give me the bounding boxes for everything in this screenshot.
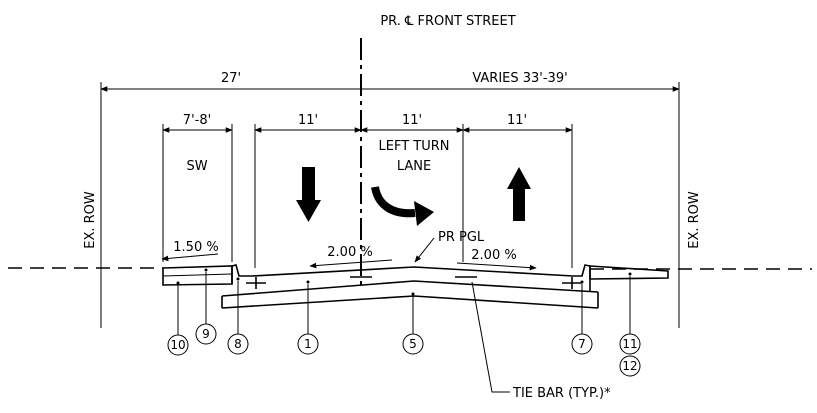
left-turn-label-line1: LEFT TURN [379,139,450,154]
left-turn-label-line2: LANE [397,159,431,174]
pgl-leader [414,237,435,263]
base-bottom [221,295,599,309]
svg-text:11: 11 [622,337,637,351]
svg-text:5: 5 [409,337,417,351]
right-slope-arrow [456,262,537,271]
callout-12: 12 [619,355,641,377]
tie-bar-label: TIE BAR (TYP.)* [512,386,611,401]
pgl-label: PR PGL [438,230,485,245]
callout-5: 5 [402,333,424,355]
callout-10: 10 [167,334,189,356]
right-slope-label: 2.00 % [471,248,516,263]
callout-1: 1 [297,333,319,355]
dim-lane-2: 11' [402,113,422,128]
tie-bar-leader [471,281,510,393]
callout-9: 9 [195,323,217,345]
tie-bars [246,276,582,289]
left-turn-arrow-icon [414,201,434,226]
southbound-arrow-icon [296,167,321,222]
ex-row-left-label: EX. ROW [83,191,98,249]
callout-7: 7 [571,333,593,355]
sidewalk-slope-label: 1.50 % [173,240,218,255]
sidewalk-label: SW [186,159,207,174]
svg-text:9: 9 [202,327,210,341]
left-curb [231,264,252,284]
right-taper-strip [589,265,669,280]
callout-leaders [176,268,632,335]
svg-text:10: 10 [170,338,185,352]
svg-text:12: 12 [622,359,637,373]
left-slope-label: 2.00 % [327,245,372,260]
ex-row-right-label: EX. ROW [687,191,702,249]
sidewalk-slope-arrow [161,253,219,262]
dim-lane-1: 11' [298,113,318,128]
dim-sidewalk: 7'-8' [183,113,211,128]
northbound-arrow-icon [507,167,531,221]
base-top [221,280,599,297]
callout-8: 8 [227,333,249,355]
dim-right-total: VARIES 33'-39' [472,71,567,86]
left-turn-arrow-shaft [371,186,416,218]
sidewalk-base-line [162,273,233,277]
pavement-surface [251,266,574,277]
svg-text:8: 8 [234,337,242,351]
dim-lane-3: 11' [507,113,527,128]
section-title: PR. ℄ FRONT STREET [380,14,515,29]
svg-text:1: 1 [304,337,312,351]
dim-left-total: 27' [221,71,241,86]
callout-11: 11 [619,333,641,355]
svg-text:7: 7 [578,337,586,351]
left-slope-arrow [309,259,393,269]
